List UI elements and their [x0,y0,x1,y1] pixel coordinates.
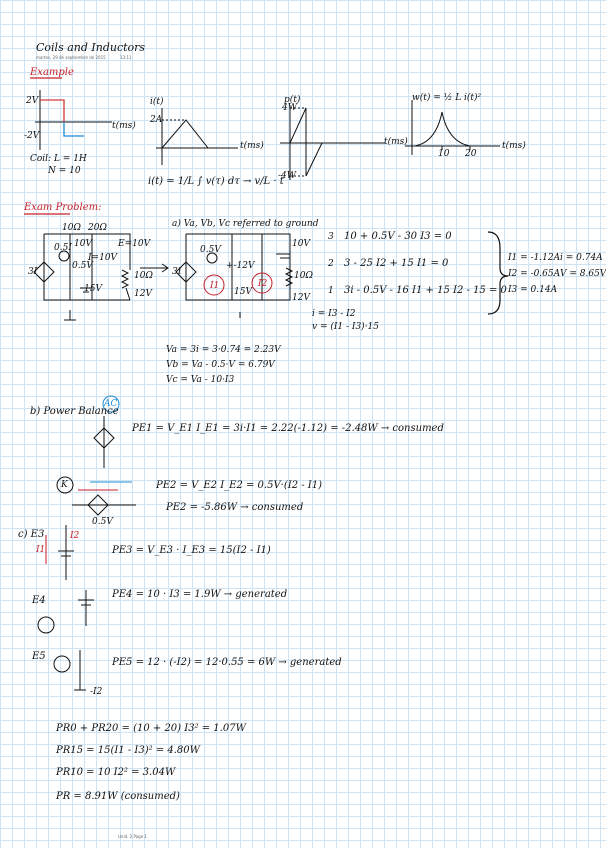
c1-label-3i: 3I [28,267,38,277]
coil-param-l: Coil: L = 1H [30,154,87,164]
resistor-line-3: PR10 = 10 I2² = 3.04W [56,767,176,778]
solution-i1: I1 = -1.12A [508,253,561,263]
c2-label-i2: I2 [258,279,268,289]
c2-label-10v: 10V [292,239,310,249]
graph2-xlabel: t(ms) [240,141,264,151]
ac-label-e1: AC [104,399,118,409]
pe3-line: PE3 = V_E3 · I_E3 = 15(I2 - I1) [112,545,271,556]
relation-v: v = (I1 - I3)·15 [312,322,380,332]
equation-2: 3 - 25 I2 + 15 I1 = 0 [344,258,449,269]
integral-formula: i(t) = 1/L ∫ v(τ) dτ → v/L · t [148,176,284,187]
c1-label-20ohm: 20Ω [88,223,107,233]
e3-label-i2: I2 [70,531,80,541]
resistor-line-2: PR15 = 15(I1 - I3)² = 4.80W [56,745,200,756]
graph3-tick-top: 4W [282,103,297,113]
pe1-line: PE1 = V_E1 I_E1 = 3i·I1 = 2.22(-1.12) = … [132,423,444,434]
part-b-heading: b) Power Balance [30,406,119,417]
pe4-line: PE4 = 10 · I3 = 1.9W → generated [112,589,288,600]
c2-label-05v: 0.5V [200,245,221,255]
solution-i: i = 0.74A [560,253,603,263]
resistor-line-1: PR0 + PR20 = (10 + 20) I3² = 1.07W [56,723,246,734]
node-vc: Vc = Va - 10·I3 [166,375,235,385]
source-e3 [45,525,74,580]
c2-label-3i: 3I [172,267,182,277]
page-footer: Unid. 2 Page 1 [118,834,147,839]
part-a-heading: a) Va, Vb, Vc referred to ground [172,219,319,229]
graph4-tick-20: 20 [465,149,477,159]
c2-label-15v: 15V [234,287,252,297]
equation-1: 3i - 0.5V - 16 I1 + 15 I2 - 15 = 0 [344,285,507,296]
graph2-tick: 2A [150,115,163,125]
source-e2 [56,476,136,516]
e3-heading: c) E3 [18,529,45,540]
node-vb: Vb = Va - 0.5·V = 6.79V [166,360,275,370]
graph4-tick-10: 10 [438,149,450,159]
c1-label-05i: 0.5I [54,243,72,253]
c1-label-i10v: I=10V [88,253,118,263]
pe5-line: PE5 = 12 · (-I2) = 12·0.55 = 6W → genera… [112,657,342,668]
c2-label-10ohm: 10Ω [294,271,313,281]
coil-param-n: N = 10 [48,166,81,176]
c1-label-15v: 15V [84,284,102,294]
solution-i2: I2 = -0.65A [508,269,561,279]
e3-label-i1: I1 [36,545,46,555]
c2-label-pm12v: +-12V [226,261,255,271]
graph-voltage-square [35,90,112,150]
pe2-line2: PE2 = -5.86W → consumed [166,502,304,513]
c1-label-10v: 10V [74,239,92,249]
graph-current-triangle [156,108,238,165]
page-title: Coils and Inductors [36,41,146,54]
c1-label-05v: 0.5V [72,261,93,271]
circuit-diagram-2 [175,233,294,318]
graph3-tick-bottom: -4W [278,171,297,181]
example-heading: Example [30,67,74,78]
page-date: martes, 29 de septiembre de 2015 [36,55,106,60]
page-time: 13:11 [120,55,132,60]
c2-label-i1: I1 [210,281,220,291]
pe2-dep-label: 0.5V [92,517,113,527]
e4-heading: E4 [32,595,46,606]
e5-heading: E5 [32,651,46,662]
c1-label-10ohm-b: 10Ω [134,271,153,281]
pe2-line1: PE2 = V_E2 I_E2 = 0.5V·(I2 - I1) [156,480,323,491]
graph4-xlabel: t(ms) [502,141,526,151]
source-e4 [37,590,94,634]
c2-label-12v: 12V [292,293,310,303]
node-va: Va = 3i = 3·0.74 = 2.23V [166,345,281,355]
graph1-ylabel-top: 2V [26,96,39,106]
k-label-e2: K [61,480,68,490]
solution-i3: I3 = 0.14A [508,285,558,295]
graph-power [280,105,385,180]
graph1-ylabel-bottom: -2V [24,131,40,141]
graph2-ylabel: i(t) [150,97,164,107]
graph-energy [405,100,500,155]
graph4-ylabel: w(t) = ½ L i(t)² [412,93,482,103]
c1-label-10ohm: 10Ω [62,223,81,233]
ac-source-e1 [93,395,120,468]
source-e5 [53,650,86,691]
e5-label-i2: -I2 [90,687,103,697]
resistor-line-total: PR = 8.91W (consumed) [56,791,180,802]
eq-marker-2: 2 [328,259,334,269]
eq-marker-1: 1 [328,286,334,296]
eq-marker-3: 3 [328,232,334,242]
circuit-diagram-1 [33,233,131,321]
graph3-xlabel: t(ms) [384,137,408,147]
exam-heading: Exam Problem: [24,202,102,213]
equation-3: 10 + 0.5V - 30 I3 = 0 [344,231,452,242]
solution-v: V = 8.65V [560,269,606,279]
graph1-xlabel: t(ms) [112,121,136,131]
graph3-ylabel: p(t) [284,95,301,105]
c1-label-e10v: E=10V [118,239,151,249]
relation-i: i = I3 - I2 [312,309,356,319]
c1-label-12v: 12V [134,289,152,299]
